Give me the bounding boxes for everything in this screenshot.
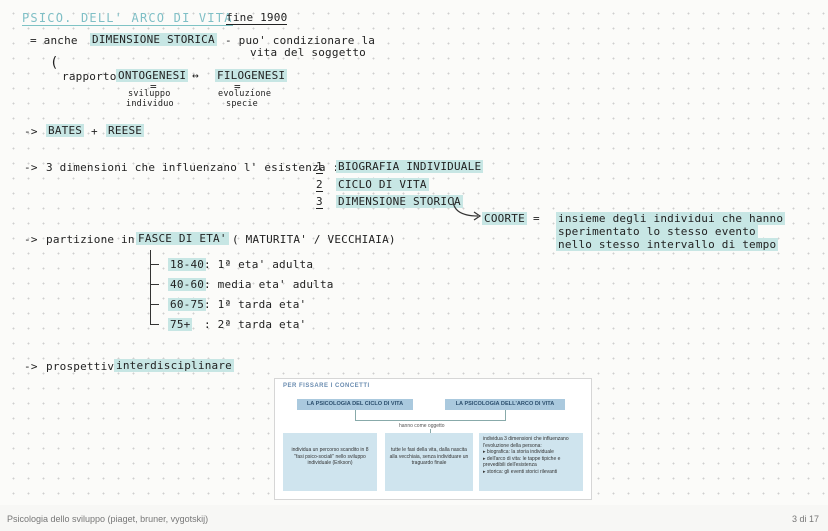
figure-column-2: tutte le fasi della vita, dalla nascita … <box>385 433 473 491</box>
figure-connector-left <box>355 410 356 420</box>
figure-connector-middle <box>430 429 431 433</box>
ontogenesi-sub1: sviluppo <box>128 89 171 99</box>
title-date: fine 1900 <box>226 11 288 25</box>
rapporto-label: rapporto <box>62 70 117 83</box>
plus-sign: + <box>91 125 98 138</box>
filogenesi-sub1: evoluzione <box>218 89 272 99</box>
arrow-bullet-2: -> <box>24 161 38 174</box>
figure-connector-horizontal <box>355 420 506 421</box>
fascia-range-4: 75+ <box>168 318 193 331</box>
filogenesi-equals: = <box>234 80 241 93</box>
ontogenesi-highlight: ONTOGENESI <box>116 69 189 82</box>
fasce-tick-4 <box>150 324 159 325</box>
coorte-highlight: COORTE <box>482 212 527 225</box>
figure-column-3: individua 3 dimensioni che influenzano l… <box>479 433 583 491</box>
figure-middle-label: hanno come oggetto <box>399 423 445 429</box>
fascia-range-3: 60-75 <box>168 298 207 311</box>
ontogenesi-sub2: individuo <box>126 99 174 109</box>
dim-label-3: DIMENSIONE STORICA <box>336 195 463 208</box>
arrow-bullet-1: -> <box>24 125 38 138</box>
fasce-tick-3 <box>150 304 159 305</box>
figure-col3-intro: individua 3 dimensioni che influenzano l… <box>483 436 569 449</box>
figure-connector-right <box>505 410 506 420</box>
fasce-eta-highlight: FASCE DI ETA' <box>136 232 229 245</box>
fascia-label-3: : 1ª tarda eta' <box>204 298 307 311</box>
fascia-label-2: : media eta' adulta <box>204 278 334 291</box>
arrow-bullet-3: -> <box>24 233 38 246</box>
document-title: Psicologia dello sviluppo (piaget, brune… <box>7 514 209 524</box>
interdisciplinare-highlight: interdisciplinare <box>114 359 234 372</box>
line1-suffix: - puo' condizionare la <box>225 34 376 47</box>
concept-figure: PER FISSARE I CONCETTI LA PSICOLOGIA DEL… <box>274 378 592 500</box>
coorte-def-line1: insieme degli individui che hanno <box>556 212 786 225</box>
figure-column-1: individua un percorso scandito in 8 "fas… <box>283 433 377 491</box>
dim-number-2: 2 <box>316 178 323 192</box>
filogenesi-highlight: FILOGENESI <box>215 69 288 82</box>
fasce-tick-1 <box>150 264 159 265</box>
figure-left-title: LA PSICOLOGIA DEL CICLO DI VITA <box>297 399 413 410</box>
fascia-label-1: : 1ª eta' adulta <box>204 258 314 271</box>
line1-prefix: = anche <box>30 34 78 47</box>
dim-label-2: CICLO DI VITA <box>336 178 429 191</box>
coorte-def-line3: nello stesso intervallo di tempo <box>556 238 779 251</box>
fascia-range-1: 18-40 <box>168 258 207 271</box>
filogenesi-sub2: specie <box>226 99 258 109</box>
line1-continuation: vita del soggetto <box>250 46 366 59</box>
rapporto-bracket: ( <box>50 55 59 71</box>
dim-number-3: 3 <box>316 195 323 209</box>
dimensioni-text: 3 dimensioni che influenzano l' esistenz… <box>46 161 340 174</box>
coorte-equals: = <box>533 212 540 225</box>
partizione-prefix: partizione in <box>46 233 135 246</box>
notes-title: PSICO. DELL' ARCO DI VITA <box>22 11 233 26</box>
page-indicator: 3 di 17 <box>791 514 819 524</box>
bates-highlight: BATES <box>46 124 85 137</box>
reese-highlight: REESE <box>106 124 145 137</box>
dim-label-1: BIOGRAFIA INDIVIDUALE <box>336 160 484 173</box>
prospettiva-prefix: prospettiva <box>46 360 122 373</box>
ontogenesi-equals: = <box>150 80 157 93</box>
figure-right-title: LA PSICOLOGIA DELL'ARCO DI VITA <box>445 399 565 410</box>
coorte-def-line2: sperimentato lo stesso evento <box>556 225 758 238</box>
figure-col3-bullet-1: ▸ biografica: la storia individuale <box>483 449 554 455</box>
figure-col3-bullet-3: ▸ storica: gli eventi storici rilevanti <box>483 468 558 475</box>
dimensione-storica-highlight: DIMENSIONE STORICA <box>90 33 217 46</box>
fascia-range-2: 40-60 <box>168 278 207 291</box>
figure-header: PER FISSARE I CONCETTI <box>283 383 370 389</box>
double-arrow: ↔ <box>192 69 199 82</box>
fasce-bracket <box>150 250 151 324</box>
partizione-suffix: ( MATURITA' / VECCHIAIA) <box>232 233 396 246</box>
dim-number-1: 1 <box>316 160 323 174</box>
coorte-connector-arrow <box>452 197 482 221</box>
arrow-bullet-4: -> <box>24 360 38 373</box>
fascia-label-4: : 2ª tarda eta' <box>204 318 307 331</box>
figure-col3-bullet-2: ▸ dell'arco di vita: le tappe tipiche e … <box>483 455 561 469</box>
fasce-tick-2 <box>150 284 159 285</box>
notes-page: PSICO. DELL' ARCO DI VITA fine 1900 = an… <box>0 0 828 505</box>
